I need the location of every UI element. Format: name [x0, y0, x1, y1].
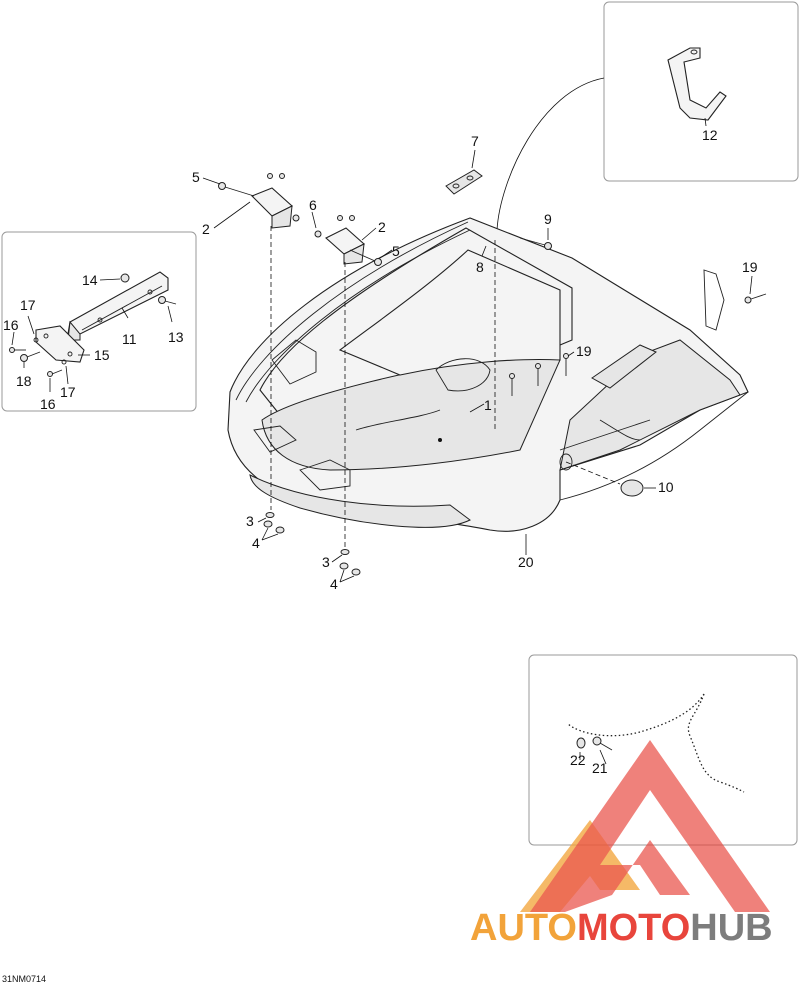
bolt-9-drawing [519, 237, 552, 250]
callout-19-center: 19 [576, 343, 592, 359]
nut-6-drawing [314, 230, 322, 238]
inset-top-right: 12 [603, 1, 799, 182]
washer-22-drawing [576, 737, 586, 749]
watermark-auto: AUTO [470, 907, 577, 949]
callout-3-right: 3 [322, 554, 330, 570]
bracket-2-left-drawing [251, 187, 293, 229]
callout-11: 11 [122, 331, 137, 347]
callout-13: 13 [168, 329, 184, 345]
fasteners-3-4-right-drawing [339, 549, 361, 576]
callout-9: 9 [544, 211, 552, 227]
washer-17b-drawing [61, 359, 67, 365]
screw-13-drawing [158, 296, 177, 305]
callout-22: 22 [570, 752, 586, 768]
callout-8: 8 [476, 259, 484, 275]
screw-21-drawing [592, 736, 613, 751]
callout-6: 6 [309, 197, 317, 213]
bolt-5-left-drawing [218, 182, 255, 197]
bolt-5-right-drawing [349, 249, 382, 266]
callout-10: 10 [658, 479, 674, 495]
watermark-text: AUTOMOTOHUB [470, 907, 773, 949]
bolt-18-drawing [20, 351, 41, 362]
callout-16-bottom: 16 [40, 396, 56, 412]
watermark-triangle-main [530, 740, 770, 912]
callout-17-top: 17 [20, 297, 36, 313]
callout-14: 14 [82, 272, 98, 288]
screw-16b-drawing [47, 369, 63, 377]
callout-5-left: 5 [192, 169, 200, 185]
fasteners-3-4-left-drawing [263, 512, 285, 534]
watermark-hub: HUB [690, 907, 772, 949]
screw-16a-drawing [9, 347, 26, 353]
callout-4-right: 4 [330, 576, 338, 592]
callout-4-left: 4 [252, 535, 260, 551]
callout-16-top: 16 [3, 317, 19, 333]
callout-18: 18 [16, 373, 32, 389]
inset-connector-line [496, 77, 605, 231]
callout-15: 15 [94, 347, 110, 363]
callout-12: 12 [702, 127, 718, 143]
callout-2-right: 2 [378, 219, 386, 235]
callout-1: 1 [484, 397, 492, 413]
rivets-19-drawing [509, 293, 767, 396]
watermark-logo [520, 740, 770, 912]
inset-bottom-right: 22 21 [528, 654, 798, 846]
plug-10-drawing [620, 479, 644, 497]
callout-20: 20 [518, 554, 534, 570]
washer-17a-drawing [33, 337, 39, 343]
hull-20-drawing [227, 217, 749, 532]
inset-left: 14 17 16 11 13 15 18 17 16 [1, 231, 197, 412]
callout-3-left: 3 [246, 513, 254, 529]
callout-17-bottom: 17 [60, 384, 76, 400]
callout-7: 7 [471, 133, 479, 149]
bracket-2-right-drawing [325, 227, 365, 265]
callout-21: 21 [592, 760, 608, 776]
callout-2-left: 2 [202, 221, 210, 237]
callout-5-right: 5 [392, 243, 400, 259]
drawing-code: 31NM0714 [2, 974, 47, 984]
callout-19-right: 19 [742, 259, 758, 275]
bracket-11-drawing [67, 271, 169, 341]
bracket-12-drawing [667, 47, 727, 121]
pad-7-drawing [445, 169, 483, 195]
nut-14-drawing [120, 273, 130, 283]
watermark-moto: MOTO [577, 907, 690, 949]
